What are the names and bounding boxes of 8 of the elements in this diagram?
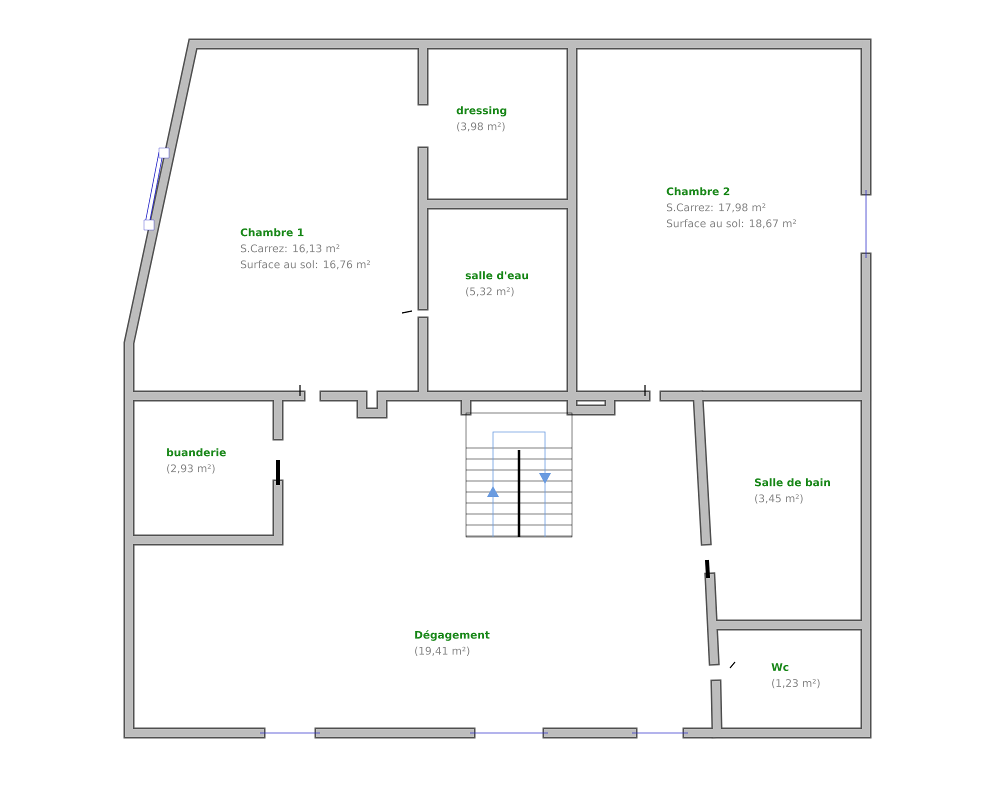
room-label: Chambre 1 S.Carrez: 16,13 m² Surface au sol: 16,76 m² — [240, 228, 370, 270]
room-label: Wc (1,23 m²) — [772, 663, 820, 688]
room-label: Dégagement (19,41 m²) — [415, 630, 490, 656]
room-label: dressing (3,98 m²) — [456, 106, 506, 132]
room-label: Salle de bain (3,45 m²) — [754, 478, 830, 504]
room-label: salle d'eau (5,32 m²) — [466, 271, 528, 297]
room-label: Chambre 2 S.Carrez: 17,98 m² Surface au sol: 18,67 m² — [666, 187, 796, 228]
room-label: buanderie (2,93 m²) — [167, 448, 226, 474]
